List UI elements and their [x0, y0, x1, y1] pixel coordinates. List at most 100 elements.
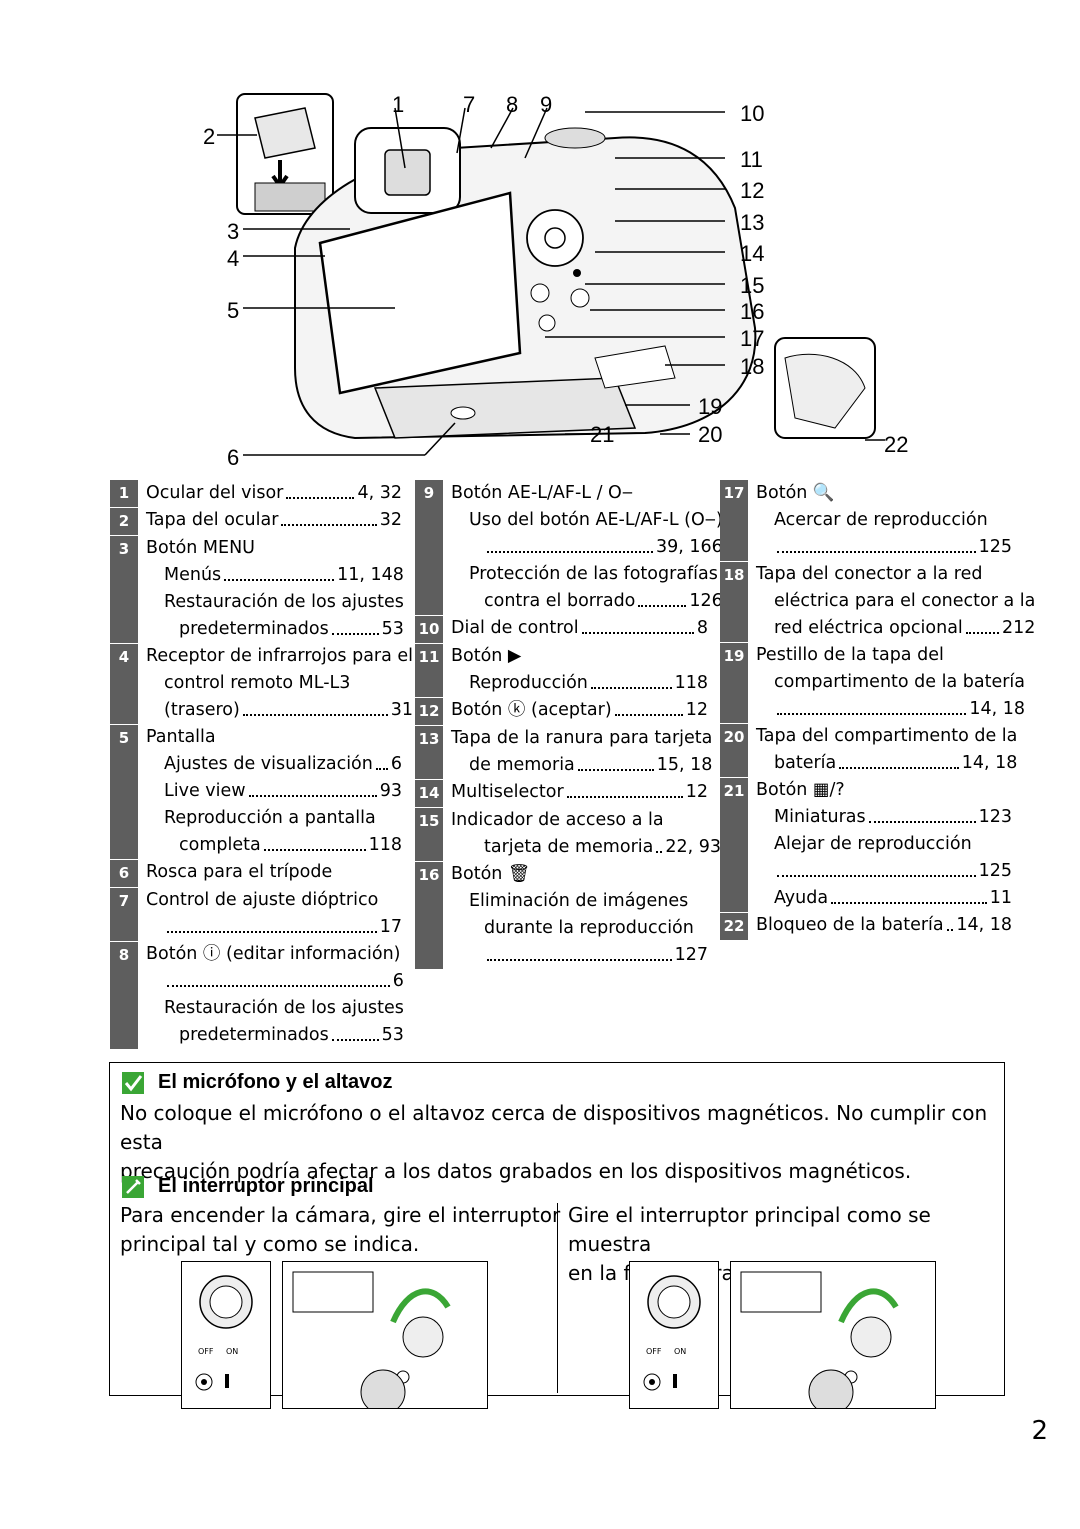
camera-back-illustration	[217, 93, 885, 456]
page-reference: 118	[674, 673, 708, 693]
callout-13: 13	[740, 210, 765, 235]
legend-text: compartimento de la batería	[774, 672, 1025, 692]
legend-text: predeterminados	[179, 1025, 329, 1045]
legend-line: Tapa del compartimento de la	[756, 723, 1017, 750]
legend-line: 127	[451, 942, 708, 969]
legend-text: Miniaturas	[774, 807, 866, 827]
legend-line: Tapa del conector a la red	[756, 561, 1035, 588]
dot-leader	[331, 616, 379, 635]
page-reference: 126	[689, 591, 723, 611]
legend-text: Restauración de los ajustes	[164, 998, 404, 1018]
page-reference: 17	[379, 917, 402, 937]
dot-leader	[590, 670, 672, 689]
legend-number: 14	[415, 779, 443, 807]
page-reference: 125	[978, 861, 1012, 881]
page-reference: 6	[392, 971, 404, 991]
legend-text: Live view	[164, 781, 246, 801]
legend-text: Pantalla	[146, 727, 216, 747]
legend-number-text: 14	[418, 784, 440, 802]
legend-text: Botón 🔍	[756, 483, 835, 503]
dot-leader	[566, 779, 683, 798]
legend-number: 21	[720, 777, 748, 912]
legend-text: Receptor de infrarrojos para el	[146, 646, 414, 666]
callout-21: 21	[590, 422, 615, 447]
legend-number-text: 20	[723, 728, 745, 746]
legend-text: Rosca para el trípode	[146, 862, 333, 882]
legend-line: Protección de las fotografías	[451, 561, 723, 588]
legend-number-text: 1	[118, 484, 130, 502]
legend-text: Botón AE-L/AF-L / O‒	[451, 483, 633, 503]
page-reference: 22, 93	[665, 837, 722, 857]
legend-text: Botón MENU	[146, 538, 255, 558]
callout-15: 15	[740, 273, 765, 298]
power-switch-closeup-on: OFF ON	[181, 1261, 271, 1409]
legend-number: 7	[110, 887, 138, 941]
page-reference: 14, 18	[969, 699, 1025, 719]
legend-number-text: 7	[118, 892, 130, 910]
legend-number-text: 11	[418, 648, 440, 666]
legend-number-text: 2	[118, 512, 130, 530]
legend-text: batería	[774, 753, 837, 773]
legend-number-text: 5	[118, 729, 130, 747]
switch-off-line-1: Gire el interruptor principal como se mu…	[568, 1203, 931, 1256]
legend-number: 13	[415, 725, 443, 779]
dot-leader	[487, 534, 653, 553]
mic-note-title: El micrófono y el altavoz	[122, 1071, 393, 1094]
legend-number-text: 21	[723, 782, 745, 800]
switch-on-line-2: principal tal y como se indica.	[120, 1232, 420, 1256]
legend-number-text: 15	[418, 812, 440, 830]
page-reference: 14, 18	[961, 753, 1018, 773]
legend-line: compartimento de la batería	[756, 669, 1025, 696]
page-reference: 39, 166	[655, 537, 723, 557]
legend-text: Protección de las fotografías	[469, 564, 718, 584]
legend-line: 39, 166	[451, 534, 723, 561]
legend-line: Control de ajuste dióptrico	[146, 887, 402, 914]
dot-leader	[487, 942, 672, 961]
legend-text: Reproducción a pantalla	[164, 808, 376, 828]
legend-text: Control de ajuste dióptrico	[146, 890, 379, 910]
legend-text: Tapa del conector a la red	[756, 564, 983, 584]
legend-text: red eléctrica opcional	[774, 618, 963, 638]
legend-number: 2	[110, 507, 138, 535]
legend-number: 1	[110, 480, 138, 507]
page-reference: 93	[379, 781, 402, 801]
legend-number-text: 10	[418, 620, 440, 638]
legend-number: 5	[110, 724, 138, 859]
legend-line: Botón 🔍	[756, 480, 1012, 507]
page-reference: 12	[685, 700, 708, 720]
mic-text-line-2: precaución podría afectar a los datos gr…	[120, 1159, 912, 1183]
dot-leader	[831, 885, 987, 904]
legend-line: Restauración de los ajustes	[146, 995, 404, 1022]
page-reference: 118	[368, 835, 402, 855]
camera-top-off	[730, 1261, 936, 1415]
legend-line: Indicador de acceso a la	[451, 807, 721, 834]
dot-leader	[614, 697, 683, 716]
dot-leader	[331, 1022, 379, 1041]
callout-16: 16	[740, 299, 765, 324]
legend-line: Botón AE-L/AF-L / O‒	[451, 480, 723, 507]
legend-number-text: 19	[723, 647, 745, 665]
dot-leader	[263, 832, 366, 851]
legend-line: eléctrica para el conector a la	[756, 588, 1035, 615]
legend-number-text: 8	[118, 946, 130, 964]
